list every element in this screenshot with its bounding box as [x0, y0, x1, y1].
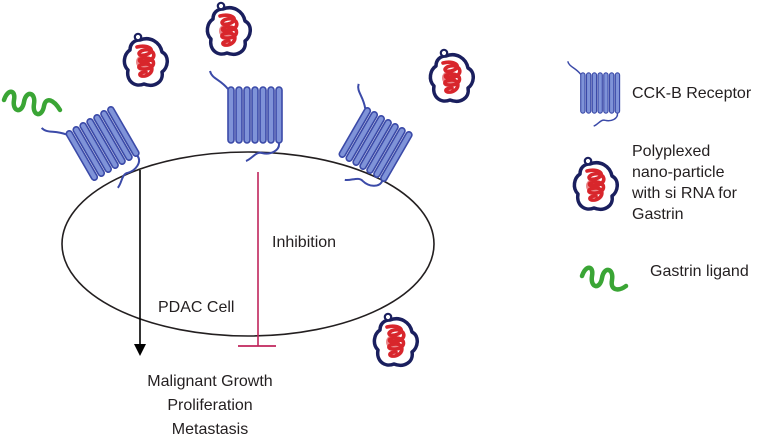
pdac-cell-membrane	[61, 151, 435, 337]
nanoparticle-4	[372, 311, 420, 368]
nanoparticle-3	[428, 47, 476, 104]
gastrin-ligand-bound	[1, 89, 63, 117]
legend-nano-line-1: Polyplexed	[632, 143, 711, 160]
nanoparticle-icon	[572, 156, 620, 212]
cck-b-receptor-icon	[567, 60, 621, 127]
gastrin-ligand-icon	[579, 265, 629, 292]
nanoparticle-1	[122, 31, 170, 88]
cck-b-receptor-right	[312, 82, 422, 199]
outcome-proliferation: Proliferation	[167, 397, 253, 414]
legend-receptor-label: CCK-B Receptor	[632, 85, 752, 102]
inhibition-label: Inhibition	[272, 234, 337, 251]
legend-nano-line-2: nano-particle	[632, 164, 725, 181]
legend-nano-line-4: Gastrin	[632, 206, 684, 223]
nanoparticle-2	[205, 0, 253, 57]
legend-nano-line-3: with si RNA for	[632, 185, 737, 202]
pdac-cell-label: PDAC Cell	[158, 299, 235, 316]
outcome-malignant-growth: Malignant Growth	[147, 373, 273, 390]
outcome-metastasis: Metastasis	[171, 421, 249, 438]
cck-b-receptor-center	[209, 70, 283, 162]
legend-ligand-label: Gastrin ligand	[650, 263, 749, 280]
